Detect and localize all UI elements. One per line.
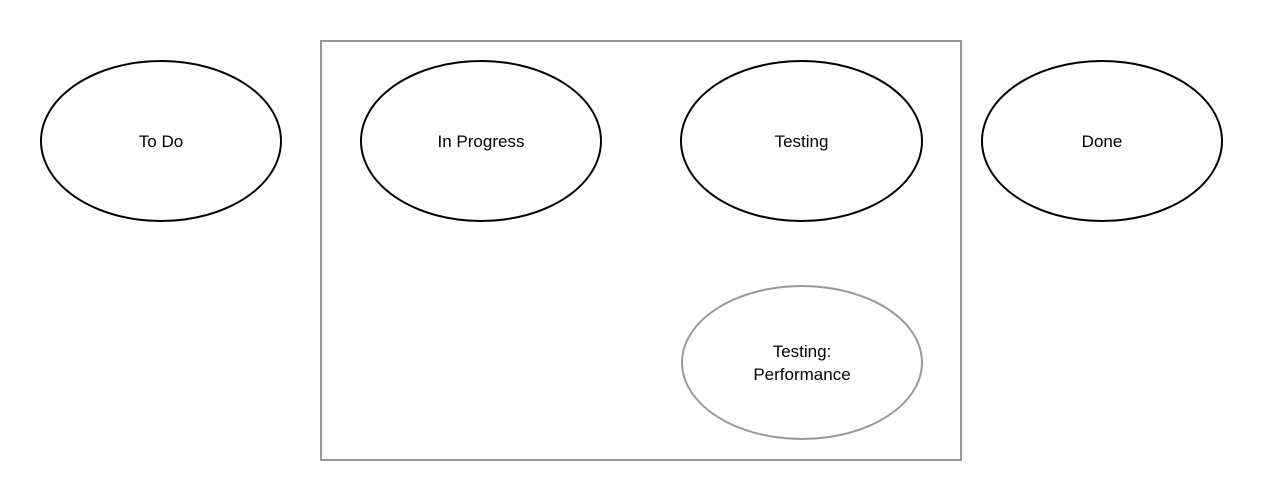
node-testing-performance[interactable]: Testing: Performance: [681, 285, 923, 440]
node-testing-performance-label: Testing: Performance: [753, 341, 851, 384]
group-container[interactable]: In Progress Testing Testing: Performance: [320, 40, 962, 461]
node-in-progress[interactable]: In Progress: [360, 60, 602, 222]
node-done[interactable]: Done: [981, 60, 1223, 222]
node-to-do-label: To Do: [138, 131, 184, 151]
node-in-progress-label: In Progress: [437, 131, 525, 151]
node-testing[interactable]: Testing: [680, 60, 923, 222]
node-testing-label: Testing: [774, 131, 829, 151]
node-done-label: Done: [1081, 131, 1123, 151]
node-to-do[interactable]: To Do: [40, 60, 282, 222]
